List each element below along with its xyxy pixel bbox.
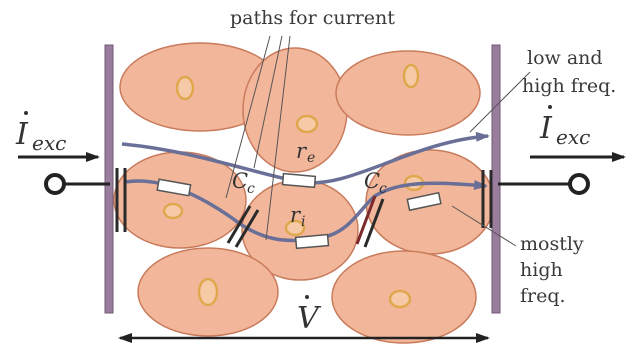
label-paths-for-current: paths for current [230,7,395,29]
cell-middle-left [113,151,247,249]
svg-text:i: i [301,214,305,230]
resistors [156,172,442,250]
label-high: high [520,259,563,281]
label-i-exc-left: I exc [15,111,66,155]
resistor-left-cell [156,178,192,197]
nucleus-bottom-right [388,289,412,309]
nucleus-top-right [402,63,420,89]
label-mostly: mostly [520,233,584,255]
capacitor-left-electrode [115,168,127,232]
nucleus-middle-left [162,202,184,220]
svg-text:r: r [290,203,302,227]
left-electrode [104,44,114,314]
resistor-r-e [281,172,317,189]
label-low-and: low and [527,47,603,69]
capacitor-right-electrode [481,170,493,228]
svg-text:I: I [15,117,29,152]
svg-text:C: C [232,169,248,193]
nucleus-middle-center [284,219,306,237]
capacitor-cc-left [226,205,260,248]
left-terminal-circle [44,173,66,195]
resistor-right-cell [406,191,442,212]
svg-text:c: c [247,181,255,197]
cell-top-middle [242,47,348,173]
svg-text:e: e [307,150,315,166]
svg-text:r: r [296,139,308,163]
svg-text:c: c [379,181,387,197]
leader-lines [225,35,531,247]
label-i-exc-right: I exc [539,105,590,149]
label-r-e: r e [296,139,315,166]
label-r-i: r i [290,203,305,230]
nuclei [162,63,425,309]
svg-text:V: V [297,301,322,336]
capacitor-cc-right [355,195,385,248]
svg-text:exc: exc [32,131,66,155]
right-terminal-circle [568,173,590,195]
cell-top-right [335,50,481,136]
svg-text:I: I [539,111,553,146]
label-c-right: C c [364,169,387,197]
label-high-freq-top: high freq. [522,75,616,97]
label-v: V [297,295,322,336]
label-freq: freq. [520,285,566,307]
left-terminal [44,173,110,195]
nucleus-bottom-left [197,277,219,307]
nucleus-top-middle [295,114,319,134]
nucleus-top-left [175,75,195,101]
resistor-r-i [294,233,330,250]
right-electrode [491,44,501,314]
svg-text:C: C [364,169,380,193]
label-c-left: C c [232,169,255,197]
right-terminal [498,173,590,195]
svg-text:exc: exc [556,125,590,149]
membrane-capacitors [115,168,493,248]
